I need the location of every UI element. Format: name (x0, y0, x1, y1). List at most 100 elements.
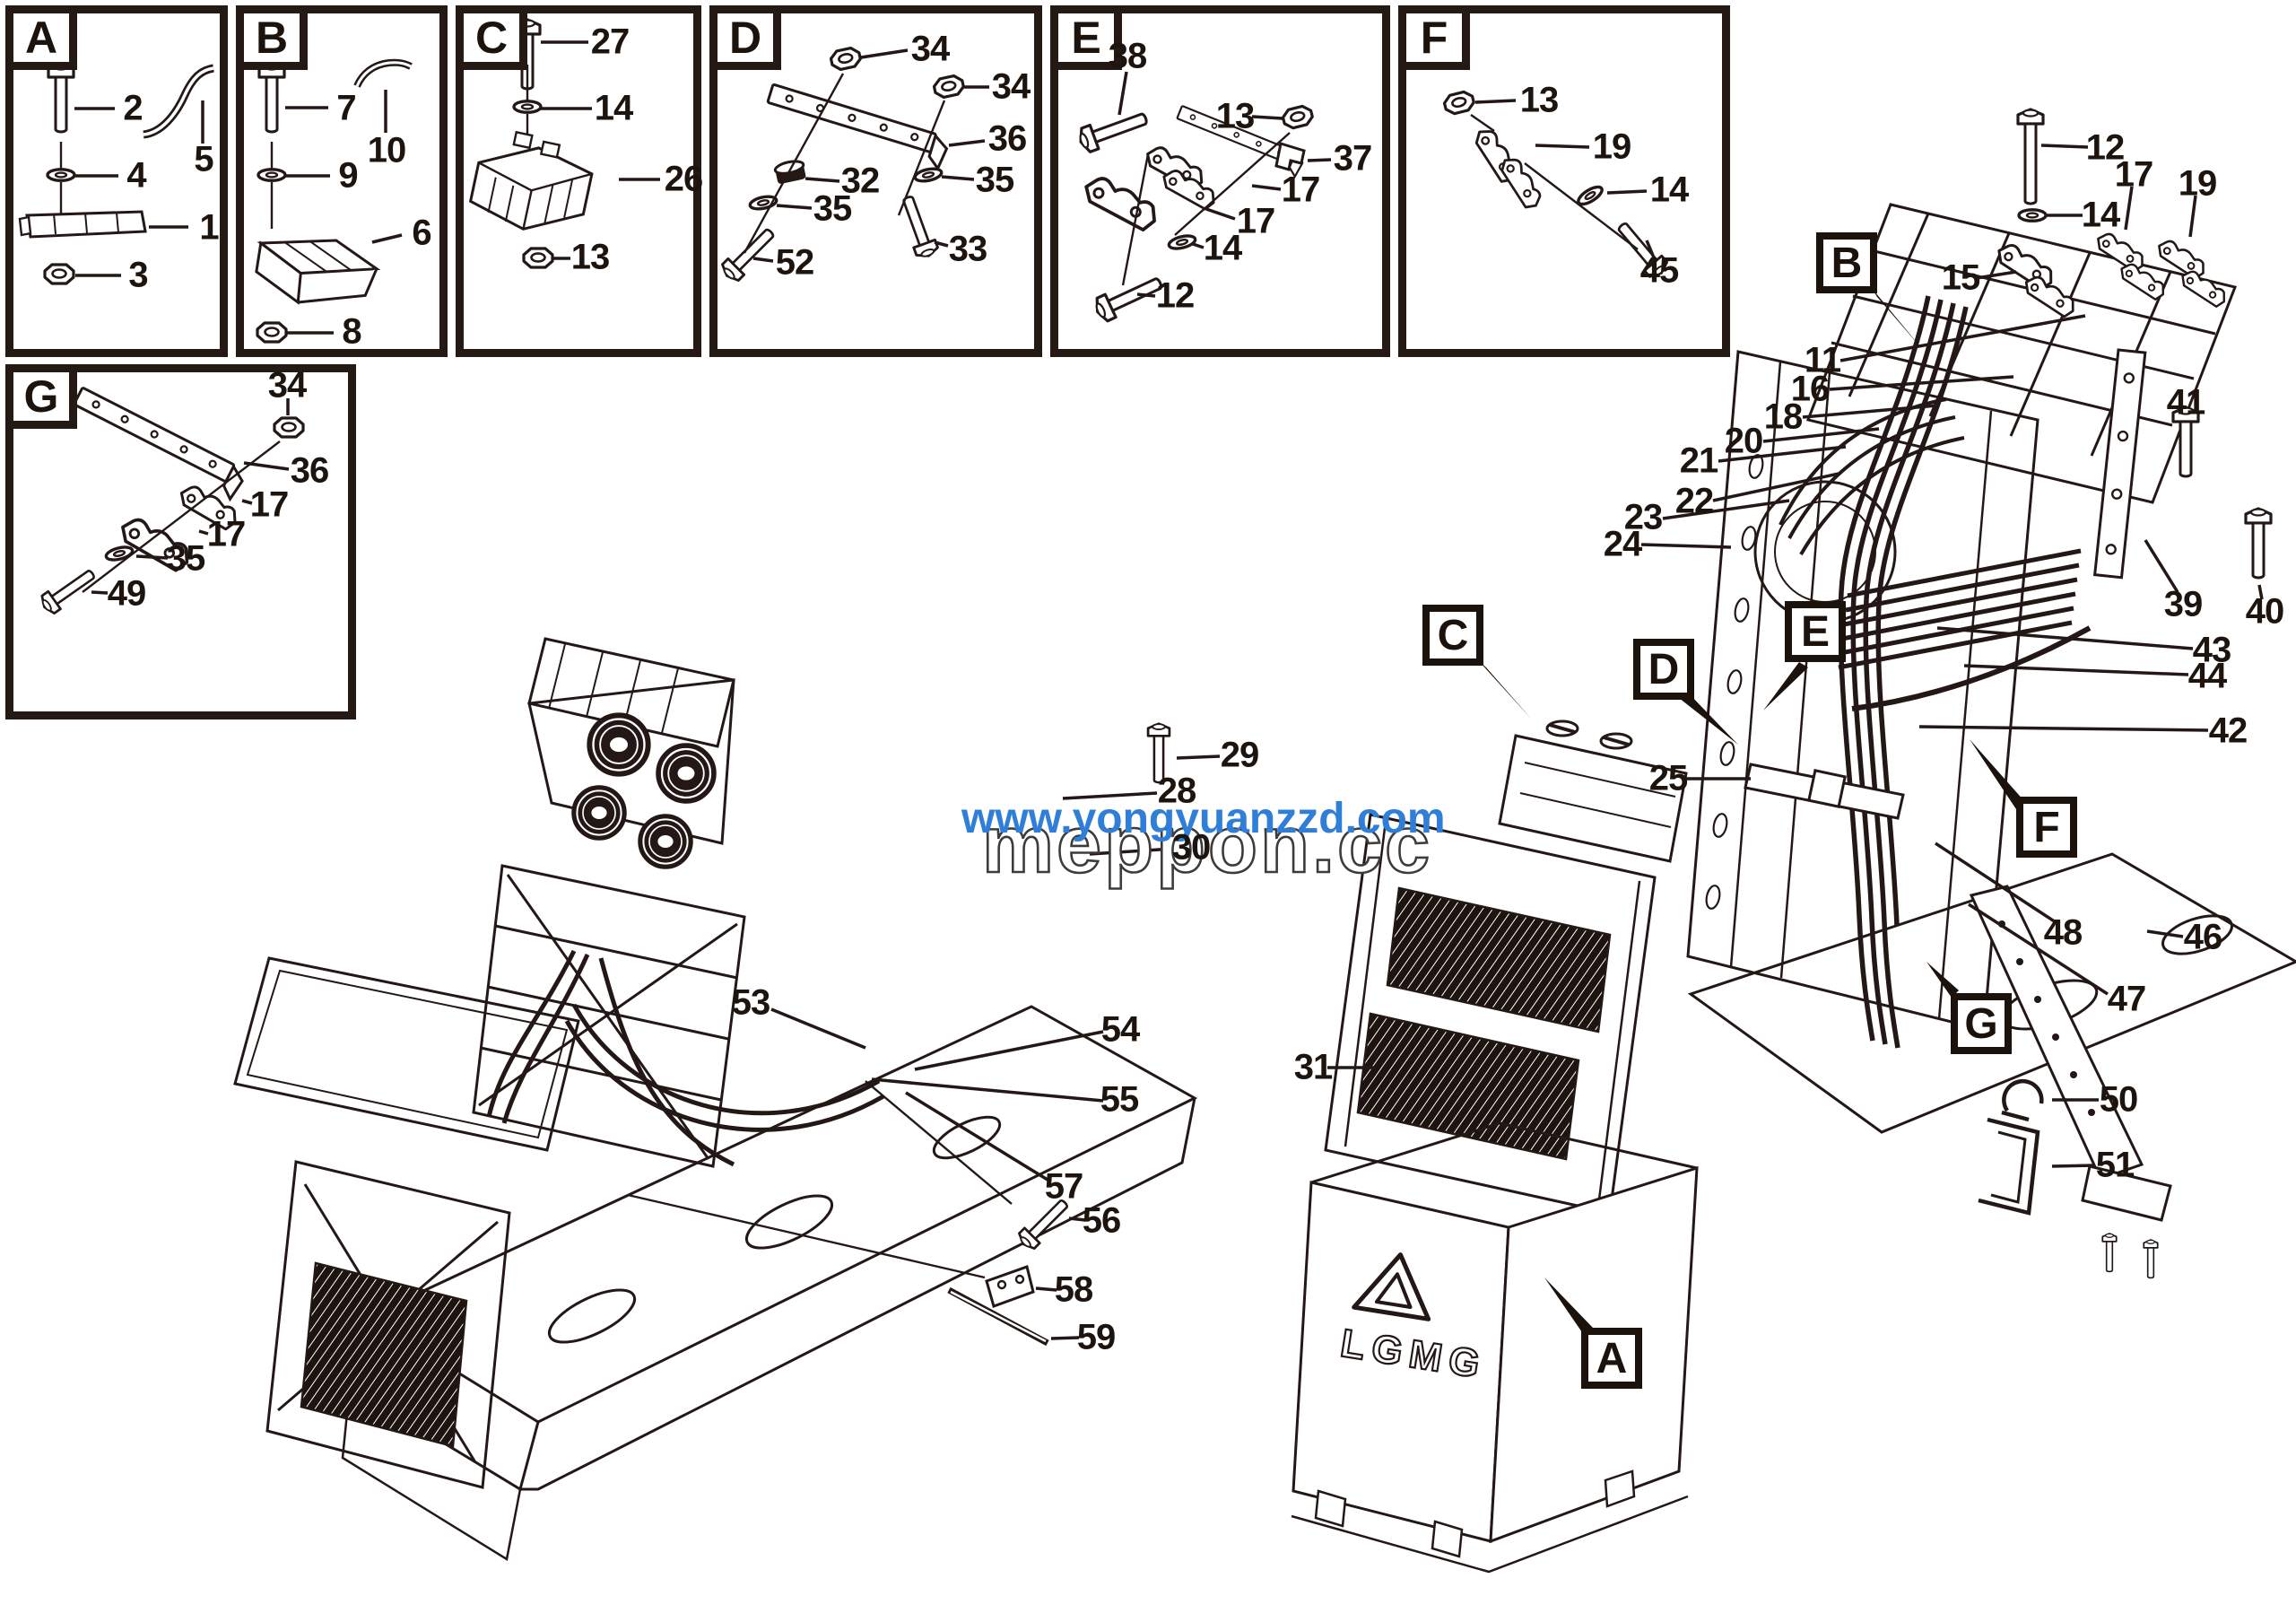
part-callout-21: 21 (1679, 440, 1718, 481)
detail-box-letter-A: A (13, 13, 77, 70)
part-callout-24: 24 (1603, 524, 1642, 564)
part-callout-13: 13 (1519, 80, 1559, 120)
part-callout-6: 6 (412, 213, 431, 253)
detail-box-B: B (236, 5, 448, 357)
part-callout-53: 53 (731, 982, 770, 1023)
part-callout-22: 22 (1674, 481, 1714, 521)
part-callout-25: 25 (1648, 758, 1688, 798)
part-callout-8: 8 (342, 311, 361, 352)
marker-pointer-wedges (1478, 287, 2025, 1335)
part-callout-42: 42 (2208, 711, 2248, 751)
part-callout-12: 12 (2085, 127, 2125, 168)
part-callout-35: 35 (166, 538, 205, 579)
part-callout-47: 47 (2107, 979, 2146, 1019)
detail-box-letter-G: G (13, 371, 77, 429)
part-callout-52: 52 (775, 242, 814, 283)
part-callout-37: 37 (1333, 138, 1372, 179)
left-assembly-art (233, 637, 1198, 1562)
detail-box-letter-B-text: B (255, 13, 289, 63)
part-callout-17: 17 (206, 514, 246, 554)
part-callout-14: 14 (1649, 170, 1689, 210)
detail-box-letter-D: D (718, 13, 781, 70)
part-callout-2: 2 (123, 88, 143, 128)
part-callout-5: 5 (194, 139, 213, 179)
part-callout-15: 15 (1941, 257, 1980, 298)
part-callout-57: 57 (1044, 1166, 1083, 1207)
part-callout-38: 38 (1108, 36, 1147, 76)
part-callout-20: 20 (1724, 421, 1763, 461)
part-callout-44: 44 (2187, 656, 2227, 696)
right-assembly-art: LGMG (1291, 108, 2296, 1574)
part-callout-36: 36 (290, 450, 329, 491)
part-callout-49: 49 (107, 573, 146, 614)
detail-box-D: D (709, 5, 1042, 357)
part-callout-7: 7 (336, 88, 356, 128)
part-callout-46: 46 (2183, 917, 2222, 957)
detail-box-letter-C-text: C (474, 13, 509, 63)
detail-box-F: F (1398, 5, 1730, 357)
part-callout-19: 19 (1592, 126, 1631, 167)
part-callout-35: 35 (813, 188, 852, 229)
detail-box-letter-E-text: E (1071, 13, 1101, 63)
part-callout-32: 32 (840, 161, 880, 201)
part-callout-11: 11 (1804, 340, 1841, 380)
part-callout-58: 58 (1054, 1269, 1093, 1310)
part-callout-27: 27 (590, 22, 630, 62)
part-callout-14: 14 (2081, 195, 2120, 235)
part-callout-43: 43 (2192, 630, 2231, 670)
part-callout-39: 39 (2163, 584, 2203, 624)
part-callout-35: 35 (975, 160, 1014, 200)
detail-box-letter-A-text: A (24, 13, 58, 63)
part-callout-17: 17 (2114, 154, 2153, 195)
assembly-marker-A: A (1581, 1328, 1642, 1389)
detail-box-letter-C: C (464, 13, 527, 70)
detail-box-A: A (5, 5, 228, 357)
part-callout-17: 17 (1236, 201, 1275, 241)
part-callout-40: 40 (2245, 591, 2284, 632)
detail-box-letter-F-text: F (1420, 13, 1448, 63)
detail-box-letter-D-text: D (728, 13, 762, 63)
part-callout-17: 17 (1281, 170, 1320, 210)
part-callout-36: 36 (987, 118, 1027, 159)
part-callout-34: 34 (991, 66, 1031, 107)
part-callout-55: 55 (1100, 1079, 1139, 1120)
part-callout-1: 1 (199, 207, 219, 248)
part-callout-30: 30 (1171, 827, 1211, 868)
part-callout-33: 33 (948, 229, 987, 269)
part-callout-41: 41 (2166, 382, 2205, 423)
part-callout-34: 34 (910, 29, 950, 69)
part-callout-17: 17 (249, 484, 289, 525)
part-callout-50: 50 (2099, 1079, 2138, 1120)
assembly-marker-F: F (2016, 797, 2077, 858)
detail-box-G: G (5, 364, 356, 719)
part-callout-45: 45 (1639, 250, 1679, 291)
detail-box-letter-B: B (244, 13, 308, 70)
part-callout-31: 31 (1293, 1047, 1333, 1087)
part-callout-13: 13 (1215, 96, 1255, 136)
detail-box-letter-G-text: G (23, 371, 59, 422)
part-callout-48: 48 (2043, 912, 2083, 953)
leader-lines (74, 40, 2264, 1340)
part-callout-51: 51 (2095, 1145, 2135, 1185)
part-callout-9: 9 (338, 155, 358, 196)
detail-box-letter-E: E (1058, 13, 1122, 70)
part-callout-34: 34 (267, 365, 307, 406)
part-callout-4: 4 (126, 155, 146, 196)
part-callout-12: 12 (1155, 275, 1195, 316)
part-callout-29: 29 (1220, 735, 1259, 775)
part-callout-16: 16 (1790, 369, 1830, 409)
watermark-url-text: www.yongyuanzzd.com (961, 795, 1446, 842)
part-callout-14: 14 (1203, 228, 1242, 268)
part-callout-10: 10 (367, 130, 406, 170)
part-callout-18: 18 (1763, 397, 1803, 437)
part-callout-54: 54 (1100, 1009, 1140, 1050)
part-callout-3: 3 (128, 255, 148, 295)
assembly-marker-B: B (1816, 232, 1877, 293)
assembly-marker-G: G (1951, 993, 2012, 1054)
part-callout-59: 59 (1076, 1317, 1116, 1357)
part-callout-56: 56 (1082, 1200, 1121, 1241)
part-callout-14: 14 (594, 88, 633, 128)
detail-box-letter-F: F (1406, 13, 1470, 70)
